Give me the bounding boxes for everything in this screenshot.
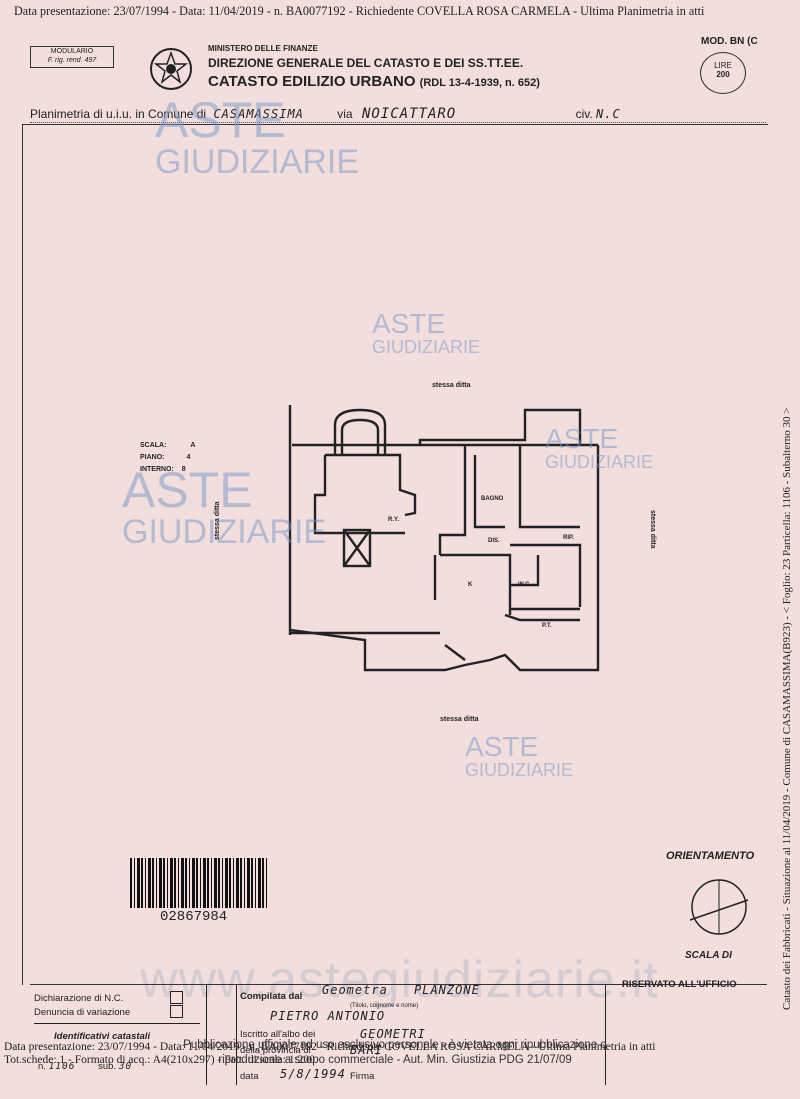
room-rip: RIP. bbox=[563, 535, 574, 541]
compilatore-surname: PLANZONE bbox=[414, 983, 480, 997]
planimetria-prefix: Planimetria di u.i.u. in Comune di bbox=[30, 107, 207, 121]
presentation-header: Data presentazione: 23/07/1994 - Data: 1… bbox=[14, 4, 705, 18]
watermark-brand-3: ASTE GIUDIZIARIE bbox=[545, 423, 654, 472]
piano-value: 4 bbox=[186, 454, 191, 461]
plan-right-label: stessa ditta bbox=[649, 510, 656, 549]
identificativi-row: n. 1106 sub. 30 bbox=[38, 1061, 132, 1072]
footer-notice: Pubblicazione ufficiale ad uso esclusivo… bbox=[183, 1039, 607, 1066]
scala-value: A bbox=[190, 442, 196, 449]
catasto-side-text: Catasto dei Fabbricati - Situazione al 1… bbox=[781, 407, 793, 1010]
data-label: data bbox=[240, 1071, 259, 1082]
watermark-url: www.astegiudiziarie.it bbox=[140, 951, 660, 1009]
via-label: via bbox=[337, 107, 353, 121]
ministry-title: MINISTERO DELLE FINANZE bbox=[208, 44, 318, 53]
compilatore-name: PIETRO ANTONIO bbox=[270, 1009, 386, 1023]
watermark-brand-2: ASTE GIUDIZIARIE bbox=[372, 308, 481, 357]
catasto-name: CATASTO EDILIZIO URBANO bbox=[208, 73, 416, 90]
watermark-aste-4: ASTE bbox=[122, 462, 253, 518]
dichiarazione-label: Dichiarazione di N.C. bbox=[34, 993, 124, 1004]
floor-plan: BAGNO DIS. RIP. K W.C. R.Y. P.T. bbox=[288, 405, 600, 672]
dichiarazione-checkbox bbox=[170, 991, 183, 1004]
watermark-aste-1: ASTE bbox=[155, 92, 286, 148]
lire-stamp: LIRE 200 bbox=[700, 52, 746, 94]
civ-value: N.C bbox=[596, 107, 621, 121]
modulario-box: MODULARIO F. rig. rend. 497 bbox=[30, 46, 114, 68]
iscritto-label: Iscritto all'albo dei bbox=[240, 1029, 316, 1040]
room-pt: P.T. bbox=[542, 623, 552, 629]
room-wc: W.C. bbox=[518, 582, 531, 588]
watermark-aste-3: ASTE bbox=[545, 423, 619, 454]
watermark-giudiziarie-2: GIUDIZIARIE bbox=[372, 337, 481, 357]
planimetria-line: Planimetria di u.i.u. in Comune di CASAM… bbox=[30, 106, 766, 123]
room-dis: DIS. bbox=[488, 538, 500, 544]
via-value: NOICATTARO bbox=[361, 106, 457, 122]
footer-line-1: Data presentazione: 23/07/1994 - Data: 1… bbox=[4, 1041, 656, 1053]
plan-top-label: stessa ditta bbox=[432, 382, 471, 389]
provincia-value: BARI bbox=[350, 1043, 383, 1057]
barcode bbox=[130, 858, 268, 908]
compilata-label: Compilata dal bbox=[240, 991, 303, 1002]
declaration-form: Dichiarazione di N.C. Denuncia di variaz… bbox=[30, 979, 767, 1085]
plan-bottom-label: stessa ditta bbox=[440, 716, 479, 723]
republic-emblem-icon bbox=[150, 48, 192, 90]
comune-value: CASAMASSIMA bbox=[213, 107, 304, 121]
room-ry: R.Y. bbox=[388, 517, 399, 523]
scala-di-label: SCALA DI bbox=[685, 950, 732, 961]
barcode-number: 02867984 bbox=[160, 909, 228, 925]
watermark-brand-4: ASTE GIUDIZIARIE bbox=[122, 465, 326, 549]
watermark-giudiziarie-1: GIUDIZIARIE bbox=[155, 143, 360, 181]
watermark-aste-5: ASTE bbox=[465, 731, 539, 762]
room-bagno: BAGNO bbox=[481, 496, 504, 502]
compilatore-title: Geometra bbox=[322, 983, 388, 997]
rdl-ref: (RDL 13-4-1939, n. 652) bbox=[419, 77, 540, 89]
watermark-brand-1: ASTE GIUDIZIARIE bbox=[155, 95, 359, 179]
denuncia-checkbox bbox=[170, 1005, 183, 1018]
interno-value: 8 bbox=[181, 466, 186, 473]
data-value: 5/8/1994 bbox=[280, 1067, 346, 1081]
riservato-label: RISERVATO ALL'UFFICIO bbox=[622, 979, 737, 990]
room-k: K bbox=[468, 582, 473, 588]
piano-label: PIANO: bbox=[140, 454, 165, 461]
watermark-giudiziarie-5: GIUDIZIARIE bbox=[465, 760, 574, 780]
n-value: 1106 bbox=[48, 1061, 76, 1072]
lire-value: 200 bbox=[716, 70, 730, 79]
provincia-label: della provincia di bbox=[240, 1045, 311, 1056]
orientamento-label: ORIENTAMENTO bbox=[666, 850, 755, 862]
sub-value: 30 bbox=[118, 1061, 133, 1072]
firma-label: Firma bbox=[350, 1071, 375, 1082]
watermark-aste-2: ASTE bbox=[372, 308, 446, 339]
sub-label: sub. bbox=[98, 1061, 117, 1072]
identificativi-label: Identificativi catastali bbox=[54, 1031, 151, 1042]
footer-line-2: Tot.schede: 1 - Formato di acq.: A4(210x… bbox=[4, 1054, 315, 1066]
mod-code: MOD. BN (C bbox=[701, 36, 758, 47]
titolo-hint: (Titolo, cognome e nome) bbox=[350, 1003, 419, 1009]
n-label: n. bbox=[38, 1061, 46, 1072]
lire-label: LIRE bbox=[714, 61, 732, 70]
denuncia-label: Denuncia di variazione bbox=[34, 1007, 131, 1018]
modulario-ref: F. rig. rend. 497 bbox=[47, 57, 97, 64]
catasto-title: CATASTO EDILIZIO URBANO (RDL 13-4-1939, … bbox=[208, 73, 540, 90]
compass-icon bbox=[689, 879, 749, 935]
modulario-label: MODULARIO bbox=[50, 48, 94, 55]
albo-value: GEOMETRI bbox=[360, 1027, 426, 1041]
scala-label: SCALA: bbox=[140, 442, 167, 449]
direction-title: DIREZIONE GENERALE DEL CATASTO E DEI SS.… bbox=[208, 56, 524, 70]
watermark-brand-5: ASTE GIUDIZIARIE bbox=[465, 731, 574, 780]
drawing-frame bbox=[22, 124, 768, 985]
watermark-giudiziarie-3: GIUDIZIARIE bbox=[545, 452, 654, 472]
watermark-giudiziarie-4: GIUDIZIARIE bbox=[122, 513, 327, 551]
plan-legend: SCALA: A PIANO: 4 INTERNO: 8 bbox=[140, 440, 195, 476]
civ-label: civ. bbox=[575, 107, 593, 121]
interno-label: INTERNO: bbox=[140, 466, 174, 473]
